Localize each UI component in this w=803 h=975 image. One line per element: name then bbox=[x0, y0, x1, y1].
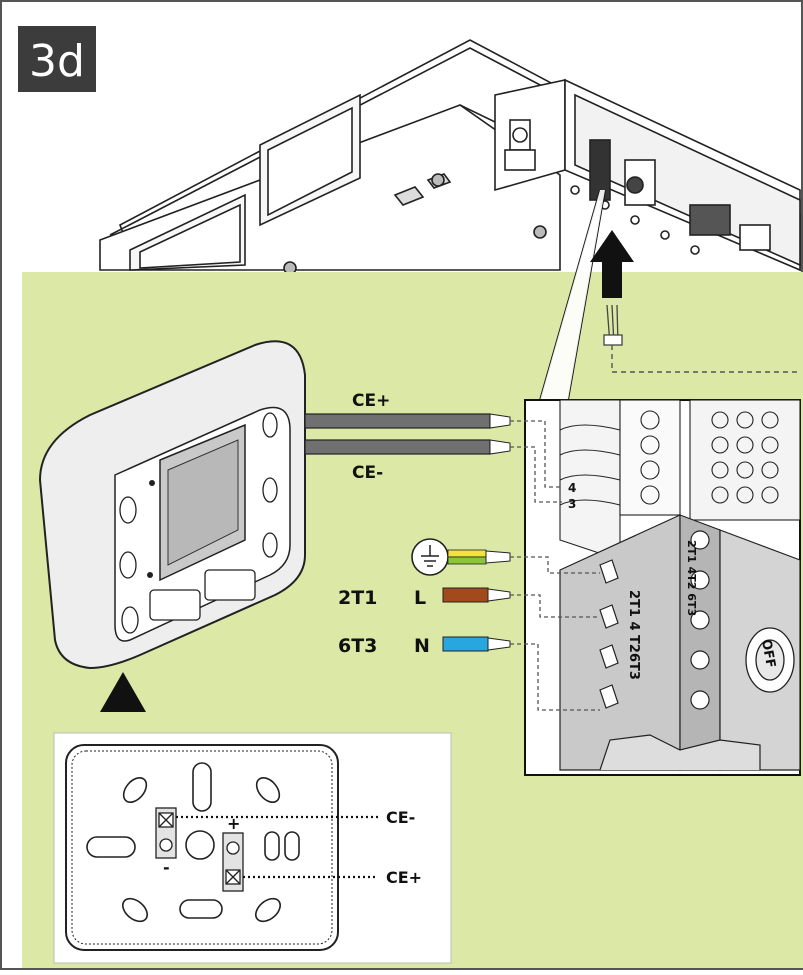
terminal-number-3: 3 bbox=[568, 497, 576, 511]
plate-ce-minus-label: CE- bbox=[386, 808, 415, 827]
ce-dashed-leads bbox=[510, 420, 562, 503]
ground-icon bbox=[411, 538, 449, 576]
plate-terminal-minus bbox=[155, 807, 177, 859]
label-6t3: 6T3 bbox=[338, 635, 377, 657]
plate-ce-plus-label: CE+ bbox=[386, 868, 422, 887]
neutral-wire bbox=[442, 636, 511, 652]
indoor-unit-drawing bbox=[99, 39, 801, 275]
knob-label: OFF bbox=[758, 638, 778, 669]
plate-terminal-plus bbox=[222, 832, 244, 892]
plate-plus-sign: + bbox=[227, 814, 240, 833]
cable-entry bbox=[603, 304, 623, 346]
terminal-block-label-a: 2T1 4 T26T3 bbox=[626, 590, 641, 680]
terminal-number-4: 4 bbox=[568, 481, 576, 495]
isolator-knob bbox=[745, 627, 795, 693]
ce-plus-cable-label: CE+ bbox=[352, 391, 390, 411]
terminal-block-label-b: 2T1 4T2 6T3 bbox=[685, 540, 698, 616]
mounting-plate-inset: + - CE- CE+ bbox=[53, 732, 452, 964]
label-2t1: 2T1 bbox=[338, 587, 377, 609]
arrow-up-icon bbox=[590, 230, 634, 298]
magnifier-cone bbox=[540, 190, 605, 400]
ce-minus-cable-label: CE- bbox=[352, 463, 383, 483]
live-wire bbox=[442, 587, 511, 603]
step-badge-text: 3d bbox=[29, 36, 85, 87]
ce-cables bbox=[304, 413, 511, 455]
earth-wire bbox=[447, 549, 511, 565]
terminal-inset: OFF 2T1 4 T26T3 2T1 4T2 6T3 4 3 bbox=[524, 399, 801, 776]
power-dashed-leads bbox=[510, 556, 600, 711]
label-l: L bbox=[414, 587, 426, 609]
step-badge: 3d bbox=[18, 26, 96, 92]
cable-route-dashed bbox=[611, 345, 800, 373]
arrow-up-triangle-icon bbox=[100, 672, 146, 712]
label-n: N bbox=[414, 635, 430, 657]
plate-minus-sign: - bbox=[163, 858, 170, 877]
remote-controller bbox=[38, 340, 306, 670]
